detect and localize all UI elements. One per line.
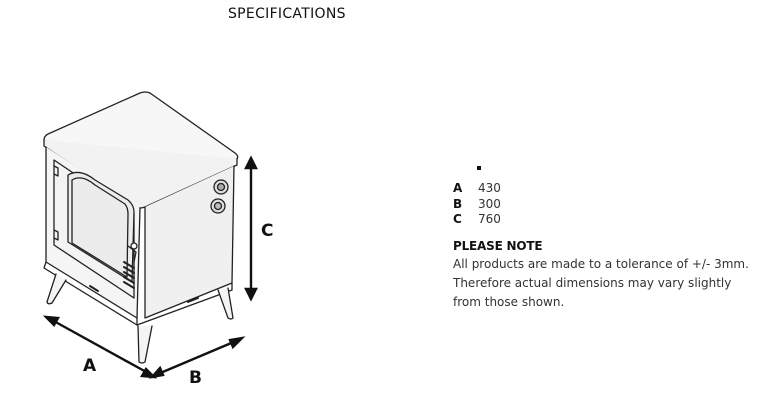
spec-value: 300: [478, 196, 501, 211]
spec-row-a: A 430: [453, 181, 501, 197]
bullet-marker: [477, 166, 481, 170]
page-title: SPECIFICATIONS: [228, 6, 346, 22]
spec-value: 430: [478, 181, 501, 195]
leg-back-right: [217, 287, 234, 320]
spec-key: A: [453, 181, 463, 195]
note-line: All products are made to a tolerance of …: [453, 257, 749, 271]
leg-front-left: [46, 273, 67, 305]
spec-list: A 430 B 300 C 760: [453, 181, 501, 228]
note-title: PLEASE NOTE: [453, 239, 543, 253]
dimension-label-b: B: [189, 368, 202, 388]
note-line: from those shown.: [453, 295, 565, 309]
control-knob-icon: [210, 179, 229, 214]
door-handle-icon: [123, 242, 138, 289]
spec-key: B: [453, 196, 463, 211]
note-block: PLEASE NOTE All products are made to a t…: [453, 238, 753, 312]
dimension-label-a: A: [83, 356, 97, 376]
spec-value: 760: [478, 212, 501, 226]
note-line: Therefore actual dimensions may vary sli…: [453, 276, 732, 290]
spec-row-b: B 300: [453, 197, 501, 213]
spec-key: C: [453, 212, 462, 226]
spec-row-c: C 760: [453, 212, 501, 228]
dimension-label-c: C: [261, 221, 274, 241]
leg-front-right: [137, 325, 153, 364]
